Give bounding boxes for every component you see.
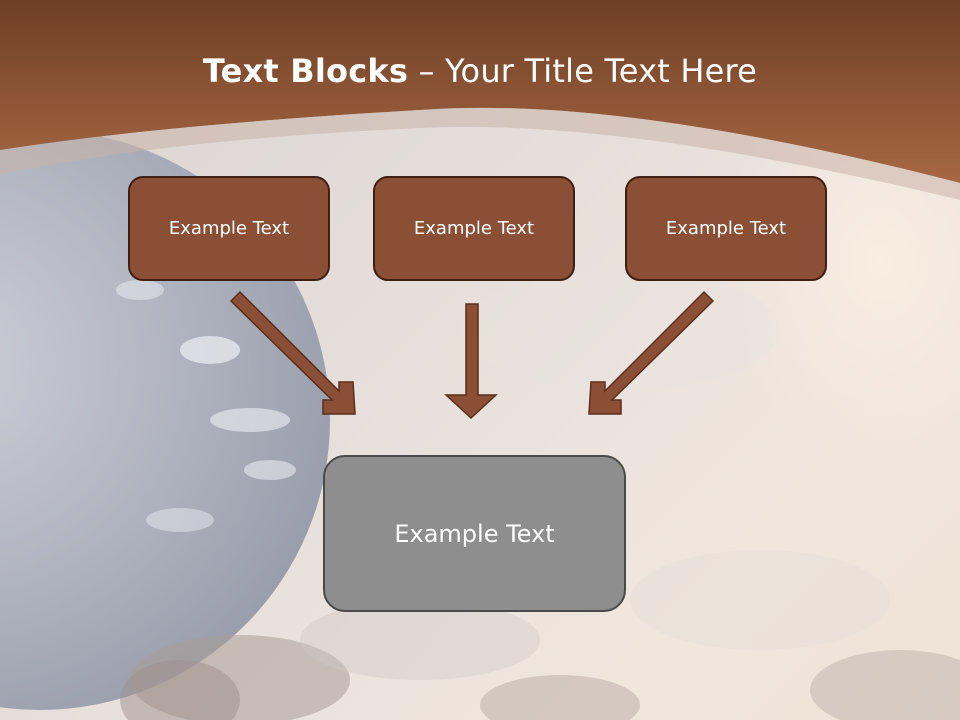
- arrow-center: [444, 303, 498, 420]
- arrow-right: [588, 290, 715, 415]
- source-box-3-label: Example Text: [665, 218, 787, 239]
- source-box-2-label: Example Text: [413, 218, 535, 239]
- target-box-label: Example Text: [394, 519, 555, 548]
- arrow-left: [229, 290, 356, 415]
- target-box[interactable]: Example Text: [323, 455, 626, 612]
- title-rest: – Your Title Text Here: [408, 52, 758, 90]
- source-box-2[interactable]: Example Text: [373, 176, 575, 281]
- source-box-1[interactable]: Example Text: [128, 176, 330, 281]
- source-box-3[interactable]: Example Text: [625, 176, 827, 281]
- cloud-layer: [120, 270, 960, 720]
- slide-title: Text Blocks – Your Title Text Here: [0, 52, 960, 90]
- title-bold: Text Blocks: [202, 52, 409, 90]
- header-band: [0, 0, 960, 183]
- source-box-1-label: Example Text: [168, 218, 290, 239]
